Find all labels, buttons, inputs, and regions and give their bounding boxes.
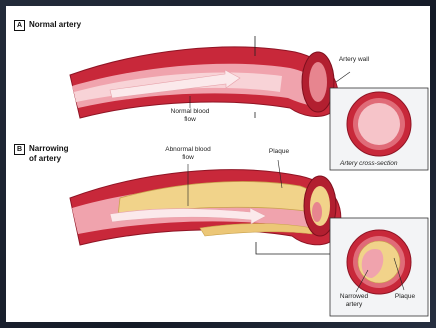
- section-a-letter: A: [14, 20, 25, 31]
- abnormal-flow-label: Abnormal blood flow: [162, 146, 214, 161]
- normal-artery-drawing: [70, 36, 428, 170]
- plaque-cross-label: Plaque: [390, 293, 420, 301]
- cross-section-lumen-a: [358, 103, 400, 145]
- narrowed-end-lumen: [312, 202, 322, 222]
- normal-flow-label: Normal blood flow: [164, 108, 216, 123]
- section-a-title: Normal artery: [29, 20, 81, 30]
- wall-leader-line: [336, 72, 350, 82]
- narrowed-artery-label: Narrowed artery: [334, 293, 374, 308]
- section-b-title: Narrowing of artery: [29, 144, 69, 164]
- cross-section-label: Artery cross-section: [340, 160, 397, 167]
- section-a-heading: A Normal artery: [14, 20, 81, 31]
- artery-end-lumen: [309, 62, 327, 102]
- plaque-label: Plaque: [262, 148, 296, 156]
- section-b-heading: B Narrowing of artery: [14, 144, 69, 164]
- narrowed-artery-drawing: [70, 160, 428, 316]
- artery-wall-label: Artery wall: [336, 56, 372, 64]
- section-b-letter: B: [14, 144, 25, 155]
- section-b-title-line2: of artery: [29, 154, 61, 163]
- section-b-title-line1: Narrowing: [29, 144, 69, 153]
